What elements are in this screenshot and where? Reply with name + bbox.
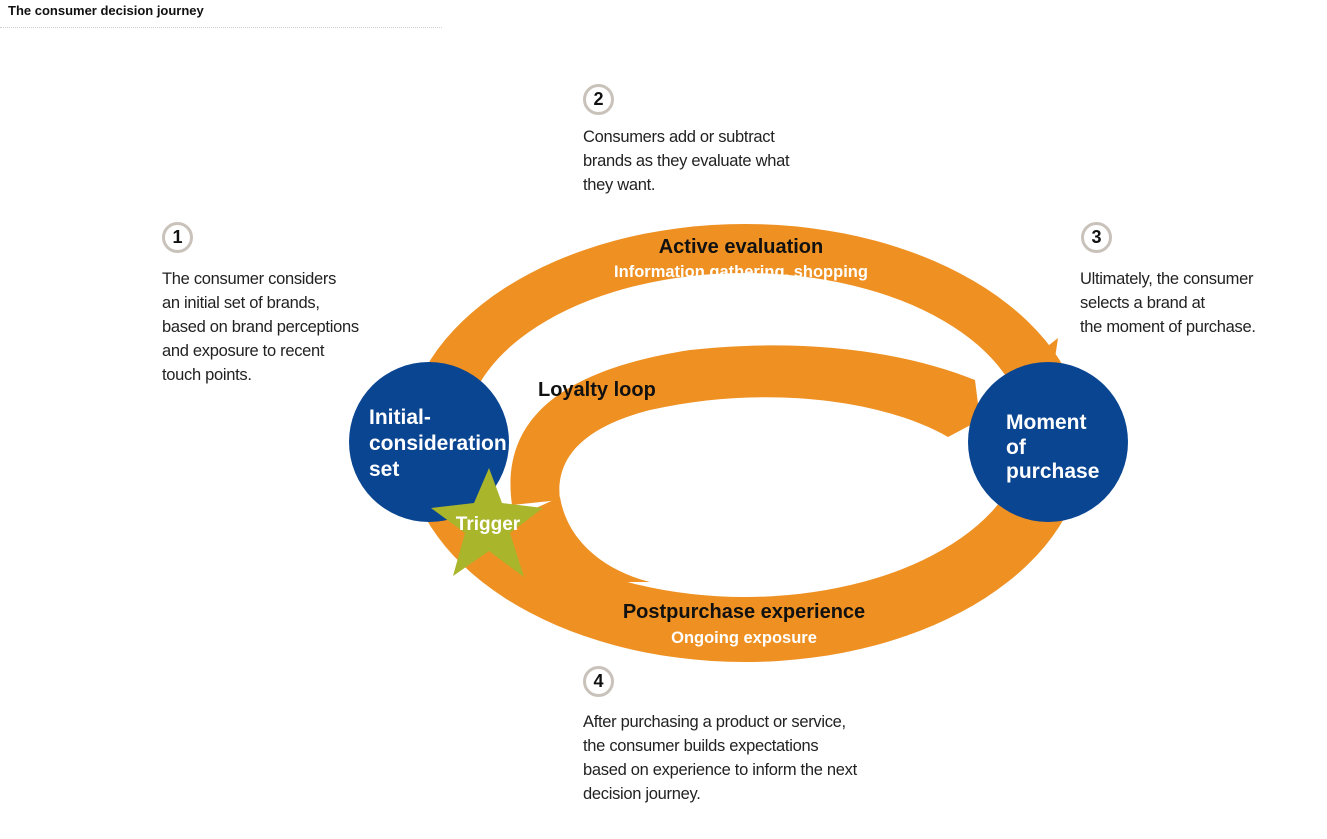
moment-of-purchase-circle: Moment of purchase xyxy=(968,362,1128,522)
initial-set-line-3: set xyxy=(369,458,399,481)
step-4-number: 4 xyxy=(583,666,614,697)
step-1-number: 1 xyxy=(162,222,193,253)
loyalty-loop-band xyxy=(510,345,980,582)
moment-line-1: Moment xyxy=(1006,411,1087,434)
page-title: The consumer decision journey xyxy=(8,3,204,18)
step-3-number: 3 xyxy=(1081,222,1112,253)
moment-line-2: of xyxy=(1006,436,1027,459)
loyalty-loop-label: Loyalty loop xyxy=(538,379,656,401)
active-evaluation-subtitle: Information gathering, shopping xyxy=(614,263,868,281)
initial-set-line-1: Initial- xyxy=(369,406,431,429)
active-evaluation-title: Active evaluation xyxy=(659,236,824,258)
step-2-description: Consumers add or subtract brands as they… xyxy=(583,128,790,194)
initial-consideration-circle: Initial- consideration set xyxy=(349,362,509,522)
initial-set-line-2: consideration xyxy=(369,432,507,455)
trigger-label: Trigger xyxy=(456,514,521,535)
step-2-number: 2 xyxy=(583,84,614,115)
moment-line-3: purchase xyxy=(1006,460,1099,483)
postpurchase-title: Postpurchase experience xyxy=(623,601,865,623)
trigger-star-icon: Trigger xyxy=(431,468,543,577)
step-3-description: Ultimately, the consumer selects a brand… xyxy=(1080,270,1256,336)
title-divider xyxy=(0,27,442,28)
step-1-description: The consumer considers an initial set of… xyxy=(162,270,359,384)
step-4-description: After purchasing a product or service, t… xyxy=(583,713,857,803)
postpurchase-subtitle: Ongoing exposure xyxy=(671,629,817,647)
